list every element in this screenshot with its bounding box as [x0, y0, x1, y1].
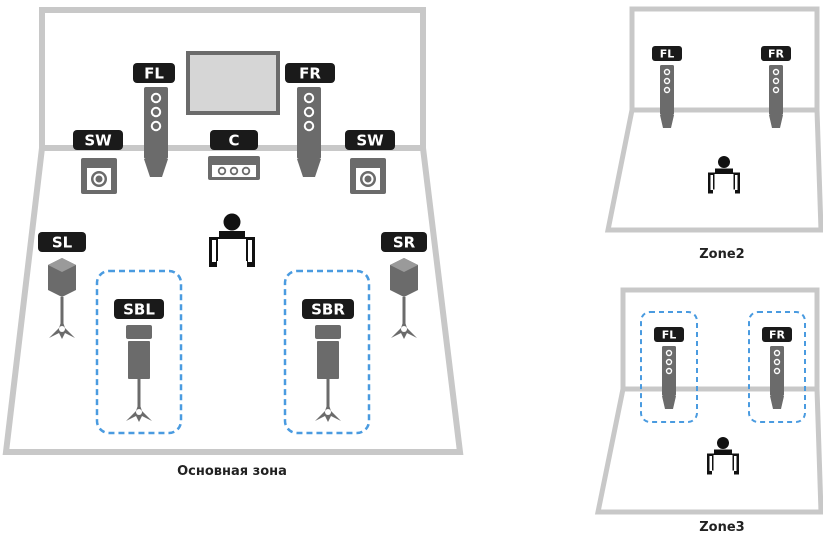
highlight-box: [640, 311, 698, 423]
tower-speaker-icon: [769, 65, 783, 115]
tower-speaker-icon: [144, 87, 168, 159]
surround-speaker-icon: [48, 258, 76, 297]
speaker-stand-icon: [126, 402, 152, 422]
center-speaker-icon: [208, 156, 260, 180]
label-fr: FR: [299, 65, 321, 83]
main-zone-room: [2, 7, 464, 455]
zone2-room: [604, 6, 823, 233]
badge-sr: [381, 232, 427, 252]
highlight-box: [95, 269, 183, 435]
speaker-sw-left: SW: [73, 130, 123, 194]
speaker-fl: FL: [133, 63, 175, 177]
back-speaker-icon: [126, 325, 152, 379]
speaker-c: C: [208, 130, 260, 180]
speaker-stand-icon: [315, 402, 341, 422]
speaker-sbr: SBR: [283, 269, 371, 435]
speaker-sw-right: SW: [345, 130, 395, 194]
label-zone2-fr: FR: [768, 48, 785, 61]
badge-fr: [285, 63, 335, 83]
listener-icon: [708, 156, 740, 194]
label-zone2-fl: FL: [660, 48, 675, 61]
surround-speaker-icon: [390, 258, 418, 297]
tower-speaker-icon: [662, 346, 676, 396]
zone2-speaker-fl: FL: [652, 46, 682, 128]
badge-fl: [652, 46, 682, 61]
zone3-speaker-fr: FR: [748, 311, 806, 423]
zone2-speaker-fr: FR: [761, 46, 791, 128]
tower-speaker-icon: [297, 87, 321, 159]
badge-sw-left: [73, 130, 123, 150]
label-sw-left: SW: [84, 132, 112, 150]
badge-fr: [762, 327, 792, 342]
badge-fl: [654, 327, 684, 342]
label-fl: FL: [144, 65, 164, 83]
zone3-room: [594, 287, 823, 515]
caption-zone2: Zone2: [699, 247, 744, 262]
label-sl: SL: [52, 234, 73, 252]
label-sbr: SBR: [311, 301, 345, 319]
tower-speaker-icon: [770, 346, 784, 396]
speaker-fr: FR: [285, 63, 335, 177]
badge-sbl: [114, 299, 164, 319]
speaker-sl: SL: [38, 232, 86, 339]
zone3-speaker-fl: FL: [640, 311, 698, 423]
caption-zone3: Zone3: [699, 520, 744, 535]
speaker-sr: SR: [381, 232, 427, 339]
badge-fr: [761, 46, 791, 61]
speaker-sbl: SBL: [95, 269, 183, 435]
badge-fl: [133, 63, 175, 83]
label-c: C: [228, 132, 239, 150]
listener-icon: [209, 213, 255, 267]
speaker-stand-icon: [49, 319, 75, 339]
subwoofer-icon: [350, 158, 386, 194]
label-zone3-fr: FR: [769, 329, 786, 342]
tv-icon: [186, 51, 280, 115]
back-speaker-icon: [315, 325, 341, 379]
highlight-box: [748, 311, 806, 423]
badge-c: [210, 130, 258, 150]
label-sw-right: SW: [356, 132, 384, 150]
label-sr: SR: [393, 234, 416, 252]
label-sbl: SBL: [123, 301, 155, 319]
speaker-stand-icon: [391, 319, 417, 339]
highlight-box: [283, 269, 371, 435]
subwoofer-icon: [81, 158, 117, 194]
badge-sbr: [302, 299, 354, 319]
badge-sl: [38, 232, 86, 252]
tower-speaker-icon: [660, 65, 674, 115]
caption-main-zone: Основная зона: [177, 464, 287, 479]
badge-sw-right: [345, 130, 395, 150]
listener-icon: [707, 437, 739, 475]
label-zone3-fl: FL: [662, 329, 677, 342]
